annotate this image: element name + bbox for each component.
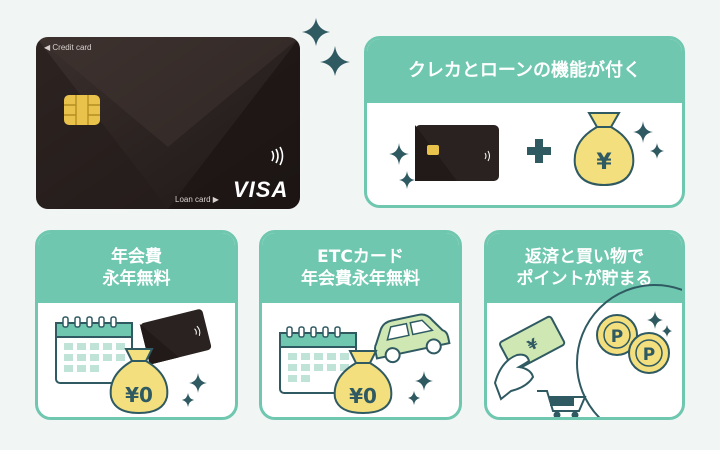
plus-icon [527, 139, 551, 163]
feature-panel-title: クレカとローンの機能が付く [367, 39, 682, 103]
sparkle-icon [302, 18, 350, 76]
calendar-icon [279, 326, 357, 394]
points-title-line2: ポイントが貯まる [516, 269, 653, 289]
calendar-icon [55, 316, 133, 384]
sparkle-icon [389, 143, 415, 189]
sparkle-icon [182, 373, 207, 407]
visa-logo: VISA [233, 177, 289, 202]
sparkle-icon [408, 371, 433, 405]
circle-outline [576, 284, 682, 417]
point-coin-label: P [611, 327, 623, 347]
shopping-cart-icon [537, 390, 587, 417]
annual-fee-panel: 年会費 永年無料 ¥0 [35, 230, 238, 420]
coin-label: ¥0 [349, 384, 377, 408]
sparkle-icon [647, 311, 672, 337]
money-bag-icon: ¥0 [333, 350, 393, 415]
etc-card-panel-title: ETCカード 年会費永年無料 [262, 233, 459, 303]
card-bottom-label: Loan card ▶ [175, 195, 219, 204]
points-title-line1: 返済と買い物で [525, 246, 644, 267]
chip-icon [64, 95, 100, 125]
point-coin-label: P [643, 345, 655, 365]
etc-card-panel: ETCカード 年会費永年無料 ¥0 [259, 230, 462, 420]
etc-illustration: ¥0 [279, 313, 451, 415]
annual-fee-panel-title: 年会費 永年無料 [38, 233, 235, 303]
etc-title-line2: 年会費永年無料 [301, 269, 420, 289]
credit-card-image: ◀ Credit card Loan card ▶ VISA [36, 37, 300, 209]
point-coin-icon: P [596, 314, 638, 356]
feature-illustration: ¥ [389, 112, 664, 189]
hand-icon [493, 353, 535, 401]
money-bag-icon: ¥0 [109, 348, 169, 415]
annual-fee-illustration: ¥0 [55, 309, 212, 415]
money-bag-icon: ¥ [573, 112, 635, 187]
etc-title-line1: ETCカード [317, 246, 404, 267]
sparkle-icon [633, 121, 664, 159]
points-panel: 返済と買い物で ポイントが貯まる ¥ P [484, 230, 685, 420]
card-pattern [36, 37, 300, 209]
points-illustration: ¥ P P [493, 284, 682, 417]
mini-card-icon [415, 125, 499, 181]
feature-panel: クレカとローンの機能が付く ¥ [364, 36, 685, 208]
annual-fee-title-line2: 永年無料 [102, 269, 171, 289]
money-bag-label: ¥ [596, 150, 612, 175]
point-coin-icon: P [628, 332, 670, 374]
coin-label: ¥0 [125, 383, 153, 407]
points-panel-title: 返済と買い物で ポイントが貯まる [487, 233, 682, 303]
mini-card-icon [139, 309, 212, 365]
contactless-icon [271, 146, 284, 166]
car-icon [374, 313, 451, 364]
card-top-label: ◀ Credit card [44, 43, 92, 52]
annual-fee-title-line1: 年会費 [111, 246, 162, 267]
